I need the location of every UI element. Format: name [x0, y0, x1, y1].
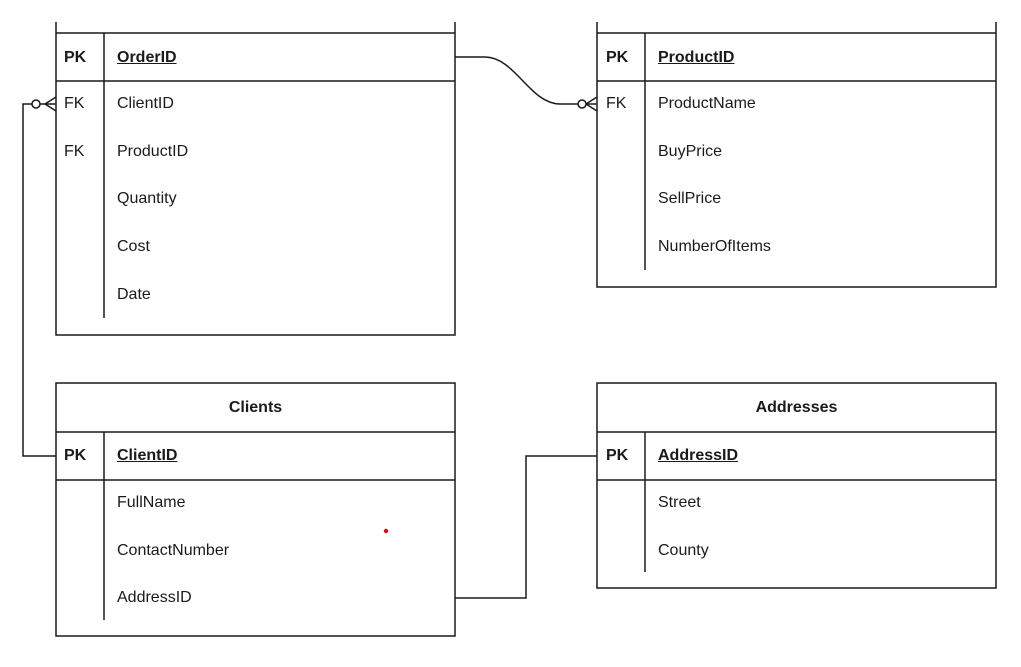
orders-field-name[interactable]: ProductID	[117, 143, 189, 160]
products-pk-key: PK	[606, 49, 629, 66]
orders-pk-key: PK	[64, 49, 87, 66]
orders-field-key: FK	[64, 95, 85, 112]
addresses-pk-key: PK	[606, 447, 629, 464]
addresses-field-name[interactable]: County	[658, 542, 709, 559]
addresses-title[interactable]: Addresses	[755, 399, 838, 416]
orders-pk-name[interactable]: OrderID	[117, 49, 177, 66]
red-dot-marker	[383, 528, 389, 534]
orders-field-name[interactable]: ClientID	[117, 95, 174, 112]
products-field-name[interactable]: SellPrice	[658, 190, 722, 207]
orders-entity-box[interactable]	[55, 22, 456, 336]
addresses-entity-box[interactable]	[596, 382, 997, 589]
orders-products-relationship[interactable]	[455, 56, 598, 112]
products-field-name[interactable]: BuyPrice	[658, 143, 723, 160]
clients-pk-key: PK	[64, 447, 87, 464]
products-field-name[interactable]: ProductName	[658, 95, 756, 112]
products-entity-box[interactable]	[596, 22, 997, 288]
clients-field-name[interactable]: ContactNumber	[117, 542, 230, 559]
clients-entity-box[interactable]	[55, 382, 456, 637]
clients-orders-relationship[interactable]	[22, 96, 57, 457]
products-pk-name[interactable]: ProductID	[658, 49, 735, 66]
clients-pk-name[interactable]: ClientID	[117, 447, 178, 464]
clients-field-name[interactable]: FullName	[117, 494, 186, 511]
orders-field-name[interactable]: Cost	[117, 238, 150, 255]
clients-title[interactable]: Clients	[228, 399, 283, 416]
orders-field-name[interactable]: Date	[117, 286, 151, 303]
clients-field-name[interactable]: AddressID	[117, 589, 192, 606]
addresses-field-name[interactable]: Street	[658, 494, 701, 511]
products-field-name[interactable]: NumberOfItems	[658, 238, 771, 255]
orders-field-key: FK	[64, 143, 85, 160]
clients-addresses-relationship[interactable]	[455, 455, 597, 599]
addresses-pk-name[interactable]: AddressID	[658, 447, 739, 464]
orders-field-name[interactable]: Quantity	[117, 190, 177, 207]
products-field-key: FK	[606, 95, 627, 112]
